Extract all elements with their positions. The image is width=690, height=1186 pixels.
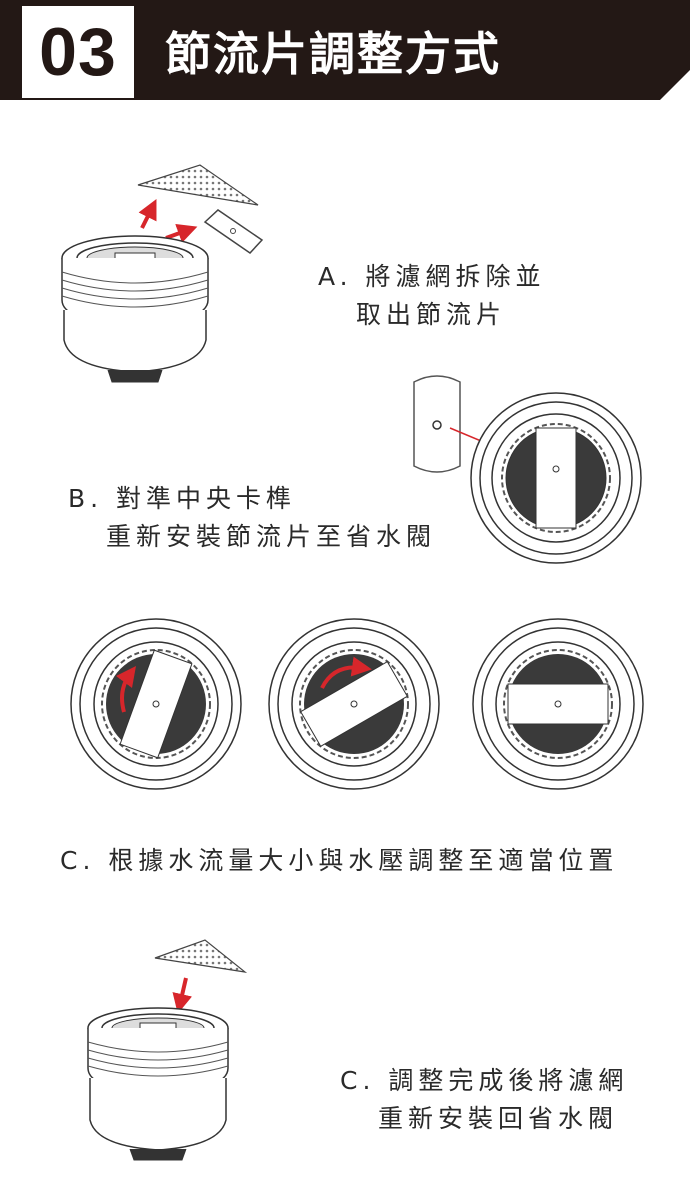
rotate-arrow-icon: [116, 665, 136, 713]
step-c2-text: C. 調整完成後將濾網 重新安裝回省水閥: [340, 1062, 628, 1138]
aerator-valve-icon: [87, 1007, 229, 1161]
flow-plate-icon: [203, 209, 264, 254]
step-c2-line2: 重新安裝回省水閥: [378, 1104, 619, 1133]
valve-rotate-mid-icon: [268, 618, 440, 790]
section-number-box: 03: [22, 6, 134, 98]
flow-plate-large-icon: [413, 375, 461, 473]
step-b-text: B. 對準中央卡榫 重新安裝節流片至省水閥: [68, 480, 436, 556]
valve-top-view-icon: [470, 392, 642, 564]
filter-mesh-icon: [137, 164, 259, 206]
valve-rotate-end-icon: [472, 618, 644, 790]
step-a-line2: 取出節流片: [356, 300, 507, 329]
step-c2-illustration: [87, 939, 248, 1161]
page-title: 節流片調整方式: [165, 27, 501, 81]
step-c2-line1: C. 調整完成後將濾網: [340, 1066, 629, 1095]
step-b-line2: 重新安裝節流片至省水閥: [106, 522, 437, 551]
step-b-line1: B. 對準中央卡榫: [68, 484, 297, 513]
section-header: 03 節流片調整方式: [0, 0, 690, 100]
step-b-illustration: [413, 375, 642, 564]
header-bar: [0, 0, 690, 100]
rotate-arrow-icon: [320, 656, 372, 689]
valve-rotate-start-icon: [70, 618, 242, 790]
filter-mesh-icon: [154, 939, 248, 973]
step-a-line1: A. 將濾網拆除並: [318, 262, 546, 291]
step-a-illustration: [61, 164, 264, 383]
step-c1-text: C. 根據水流量大小與水壓調整至適當位置: [60, 842, 618, 880]
arrow-up-icon: [138, 199, 157, 229]
aerator-valve-icon: [61, 235, 209, 383]
arrow-right-icon: [165, 224, 198, 243]
section-number: 03: [39, 14, 117, 90]
step-c-rotation-illustrations: [70, 618, 644, 790]
step-c1-line1: C. 根據水流量大小與水壓調整至適當位置: [60, 846, 619, 875]
step-a-text: A. 將濾網拆除並 取出節流片: [318, 258, 546, 334]
arrow-down-icon: [172, 977, 192, 1014]
